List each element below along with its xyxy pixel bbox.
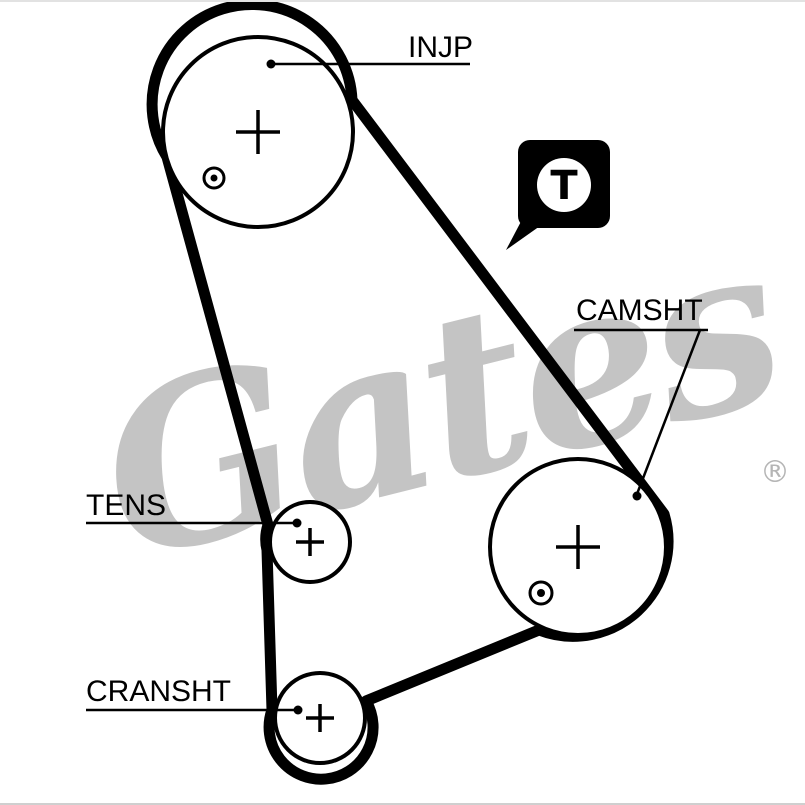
crankshaft-pulley (273, 671, 367, 765)
timing-mark-circle-icon (537, 158, 591, 212)
camsht-bolt-hole-center-icon (537, 589, 545, 597)
injp-leader-dot-icon (266, 59, 276, 69)
gates-watermark-text: Gates (76, 191, 804, 613)
cransht-leader-dot-icon (293, 705, 303, 715)
tens-callout: TENS (86, 489, 302, 528)
camsht-leader-line (635, 329, 702, 495)
registered-trademark-symbol: ® (760, 455, 790, 490)
tens-center-cross-icon (296, 528, 324, 556)
injection-pump-pulley (161, 35, 355, 229)
timing-mark-badge: T (506, 140, 610, 250)
tens-leader-dot-icon (292, 518, 302, 528)
injp-callout: INJP (266, 31, 473, 69)
cransht-callout: CRANSHT (86, 675, 303, 715)
injp-bolt-hole-center-icon (210, 174, 218, 182)
timing-mark-letter: T (550, 163, 578, 209)
brand-watermark: Gates (76, 191, 804, 613)
injp-label: INJP (408, 31, 473, 64)
tens-label: TENS (86, 489, 166, 522)
camsht-label: CAMSHT (576, 294, 703, 327)
camsht-center-cross-icon (556, 525, 600, 569)
camsht-leader-dot-icon (632, 491, 642, 501)
injp-center-cross-icon (236, 110, 280, 154)
camsht-callout: CAMSHT (574, 294, 708, 501)
cransht-center-cross-icon (306, 704, 334, 732)
cransht-label: CRANSHT (86, 675, 231, 708)
tensioner-pulley (268, 500, 352, 584)
camshaft-pulley (488, 457, 668, 637)
